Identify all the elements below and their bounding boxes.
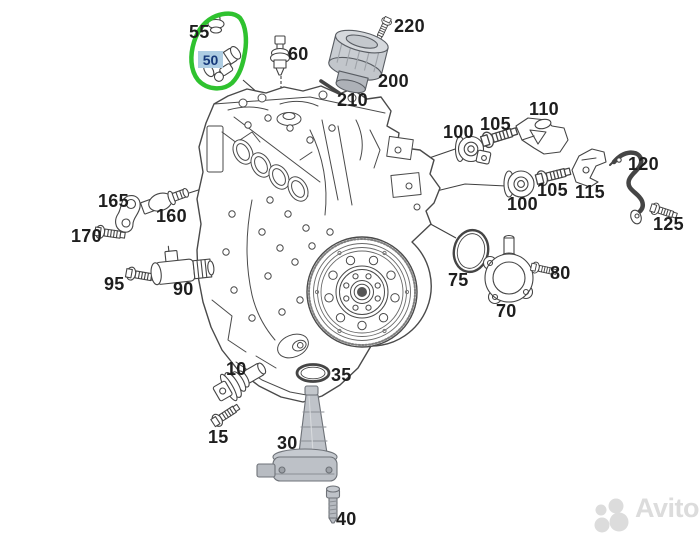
- part-label-105-upper: 105: [480, 114, 511, 134]
- part-90-solenoid-drawing: [150, 245, 215, 286]
- part-label-10: 10: [226, 359, 247, 379]
- part-label-15: 15: [208, 427, 229, 447]
- highlight-ring: [189, 11, 249, 91]
- part-165-gasket-drawing: [115, 195, 141, 233]
- part-label-95: 95: [104, 274, 125, 294]
- part-label-100-upper: 100: [443, 122, 474, 142]
- part-label-105-lower: 105: [537, 180, 568, 200]
- part-label-60: 60: [288, 44, 309, 64]
- part-label-165: 165: [98, 191, 129, 211]
- part-label-90: 90: [173, 279, 194, 299]
- part-label-210: 210: [337, 90, 368, 110]
- part-label-80: 80: [550, 263, 571, 283]
- part-label-55: 55: [189, 22, 210, 42]
- part-110-bracket-drawing: [515, 117, 569, 155]
- part-label-30: 30: [277, 433, 298, 453]
- part-200-housing-drawing: [328, 29, 389, 94]
- part-label-220: 220: [394, 16, 425, 36]
- part-100-lower-bushing-drawing: [503, 170, 535, 198]
- flywheel-drawing: [306, 236, 418, 348]
- part-35-oring-drawing: [295, 363, 331, 383]
- part-label-120: 120: [628, 154, 659, 174]
- part-10-sensor-drawing: [212, 362, 267, 402]
- part-label-110: 110: [529, 99, 559, 119]
- part-40-bolt-drawing: [325, 485, 341, 524]
- part-label-50-highlighted: 50: [198, 51, 223, 68]
- part-label-160: 160: [156, 206, 187, 226]
- part-30-oil-level-sensor-drawing: [256, 385, 338, 482]
- part-100-upper-bushing-drawing: [454, 135, 492, 165]
- part-115-bracket-drawing: [571, 148, 607, 188]
- part-15-bolt-drawing: [209, 400, 243, 430]
- engine-assembly-drawing: [196, 85, 441, 403]
- part-label-75: 75: [448, 270, 469, 290]
- watermark-text: Avito: [635, 493, 700, 523]
- part-120-link-drawing: [609, 150, 645, 225]
- part-label-100-lower: 100: [507, 194, 538, 214]
- part-70-flange-drawing: [482, 234, 534, 305]
- part-label-70: 70: [496, 301, 517, 321]
- part-160-sensor-drawing: [140, 187, 190, 215]
- part-210-pin-drawing: [319, 79, 341, 95]
- part-label-35: 35: [331, 365, 352, 385]
- watermark-logo-icon: [594, 498, 629, 533]
- part-label-40: 40: [336, 509, 357, 529]
- part-label-125: 125: [653, 214, 684, 234]
- watermark: Avito: [588, 493, 700, 523]
- part-label-170: 170: [71, 226, 102, 246]
- part-label-115: 115: [575, 182, 605, 202]
- part-75-oring-drawing: [452, 228, 490, 274]
- part-label-200: 200: [378, 71, 409, 91]
- part-60-sensor-drawing: [269, 35, 291, 76]
